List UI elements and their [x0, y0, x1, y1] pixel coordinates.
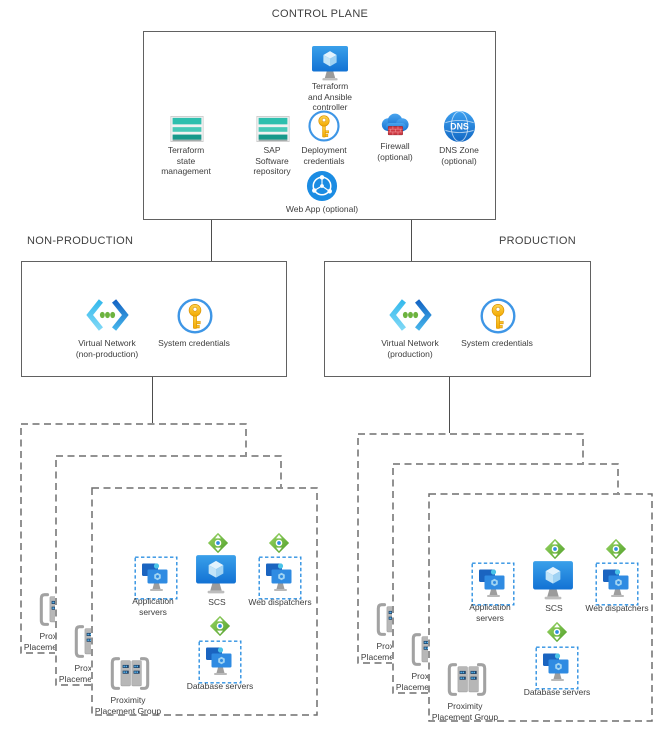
label-line: DNS Zone [439, 145, 479, 155]
label-line: (non-production) [75, 348, 139, 359]
firewall-label: Firewall (optional) [355, 141, 435, 162]
label-line: Application [132, 596, 174, 606]
label-line: Web dispatchers [585, 603, 649, 613]
label-line: (optional) [441, 155, 477, 166]
dns-zone-icon: DNS [443, 110, 476, 143]
web-dispatchers-label: Web dispatchers [577, 603, 655, 614]
terraform-ansible-controller-label: Terraform and Ansible controller [290, 81, 370, 113]
terraform-ansible-controller-icon [311, 45, 349, 81]
database-servers-label: Database servers [175, 681, 265, 692]
database-servers-label: Database servers [512, 687, 602, 698]
label-line: Terraform [311, 81, 349, 91]
terraform-state-storage-icon [170, 116, 204, 142]
availability-set-icon [207, 532, 229, 554]
web-dispatchers-label: Web dispatchers [240, 597, 320, 608]
virtual-network-icon [388, 296, 433, 334]
label-line: controller [312, 102, 348, 112]
scs-label: SCS [192, 597, 242, 608]
availability-set-icon [268, 532, 290, 554]
label-line: (optional) [377, 151, 413, 162]
proximity-placement-group-icon [108, 655, 152, 693]
label-line: Deployment [301, 145, 347, 155]
label-line: Virtual Network [78, 338, 136, 348]
database-servers-icon [535, 646, 579, 690]
label-line: (production) [387, 348, 433, 359]
label-line: System credentials [158, 338, 230, 348]
firewall-cloud-icon [381, 113, 409, 136]
application-servers-label: Application servers [445, 602, 535, 623]
label-line: credentials [303, 155, 345, 166]
virtual-network-label: Virtual Network (production) [360, 338, 460, 359]
deployment-credentials-label: Deployment credentials [284, 145, 364, 166]
label-line: repository [253, 166, 291, 176]
scs-icon [195, 554, 237, 594]
workload-zone-box: Application servers SCS Web dispatchers … [428, 493, 653, 722]
label-line: Database servers [523, 687, 591, 697]
dns-zone-label: DNS Zone (optional) [419, 145, 499, 166]
virtual-network-icon [85, 296, 130, 334]
label-line: Software [255, 155, 289, 166]
non-production-title: NON-PRODUCTION [27, 235, 134, 247]
production-box: Virtual Network (production) System cred… [324, 261, 591, 377]
label-line: Placement Group [431, 711, 499, 722]
dns-icon-text: DNS [450, 122, 469, 132]
production-title: PRODUCTION [499, 235, 576, 247]
label-line: state [176, 155, 196, 166]
database-servers-icon [198, 640, 242, 684]
sap-repository-storage-icon [256, 116, 290, 142]
availability-set-icon [544, 538, 566, 560]
proximity-placement-group-label: Proximity Placement Group [415, 701, 515, 722]
label-line: Web dispatchers [248, 597, 312, 607]
system-credentials-label: System credentials [447, 338, 547, 349]
label-line: servers [139, 606, 167, 617]
label-line: SCS [208, 597, 226, 607]
application-servers-icon [134, 556, 178, 600]
control-plane-title: CONTROL PLANE [271, 8, 369, 20]
terraform-state-label: Terraform state management [146, 145, 226, 177]
label-line: Database servers [186, 681, 254, 691]
virtual-network-label: Virtual Network (non-production) [57, 338, 157, 359]
web-dispatchers-icon [595, 562, 639, 606]
label-line: servers [476, 612, 504, 623]
label-line: System credentials [461, 338, 533, 348]
connector-line [152, 377, 154, 423]
label-line: Web App (optional) [285, 204, 359, 214]
label-line: Terraform [167, 145, 205, 155]
label-line: Proximity [447, 701, 483, 711]
application-servers-icon [471, 562, 515, 606]
label-line: Proximity [110, 695, 146, 705]
system-credentials-key-icon [480, 298, 516, 334]
label-line: SAP [263, 145, 281, 155]
system-credentials-key-icon [177, 298, 213, 334]
non-production-box: Virtual Network (non-production) System … [21, 261, 287, 377]
web-app-globe-icon [306, 170, 338, 202]
control-plane-box: Terraform and Ansible controller Terrafo… [143, 31, 496, 220]
web-dispatchers-icon [258, 556, 302, 600]
web-app-label: Web App (optional) [272, 204, 372, 215]
system-credentials-label: System credentials [144, 338, 244, 349]
availability-set-icon [209, 615, 231, 637]
connector-line [211, 220, 213, 261]
availability-set-icon [546, 621, 568, 643]
label-line: management [161, 166, 211, 176]
workload-zone-box: Application servers SCS Web dispatchers … [91, 487, 318, 716]
proximity-placement-group-label: Proximity Placement Group [78, 695, 178, 716]
scs-icon [532, 560, 574, 600]
proximity-placement-group-icon [445, 661, 489, 699]
connector-line [449, 377, 451, 433]
label-line: Virtual Network [381, 338, 439, 348]
label-line: Application [469, 602, 511, 612]
availability-set-icon [605, 538, 627, 560]
label-line: and Ansible [308, 91, 352, 102]
sap-repository-label: SAP Software repository [232, 145, 312, 177]
label-line: SCS [545, 603, 563, 613]
scs-label: SCS [529, 603, 579, 614]
deployment-credentials-key-icon [308, 110, 340, 142]
connector-line [411, 220, 413, 261]
application-servers-label: Application servers [108, 596, 198, 617]
label-line: Placement Group [94, 705, 162, 716]
label-line: Firewall [380, 141, 410, 151]
